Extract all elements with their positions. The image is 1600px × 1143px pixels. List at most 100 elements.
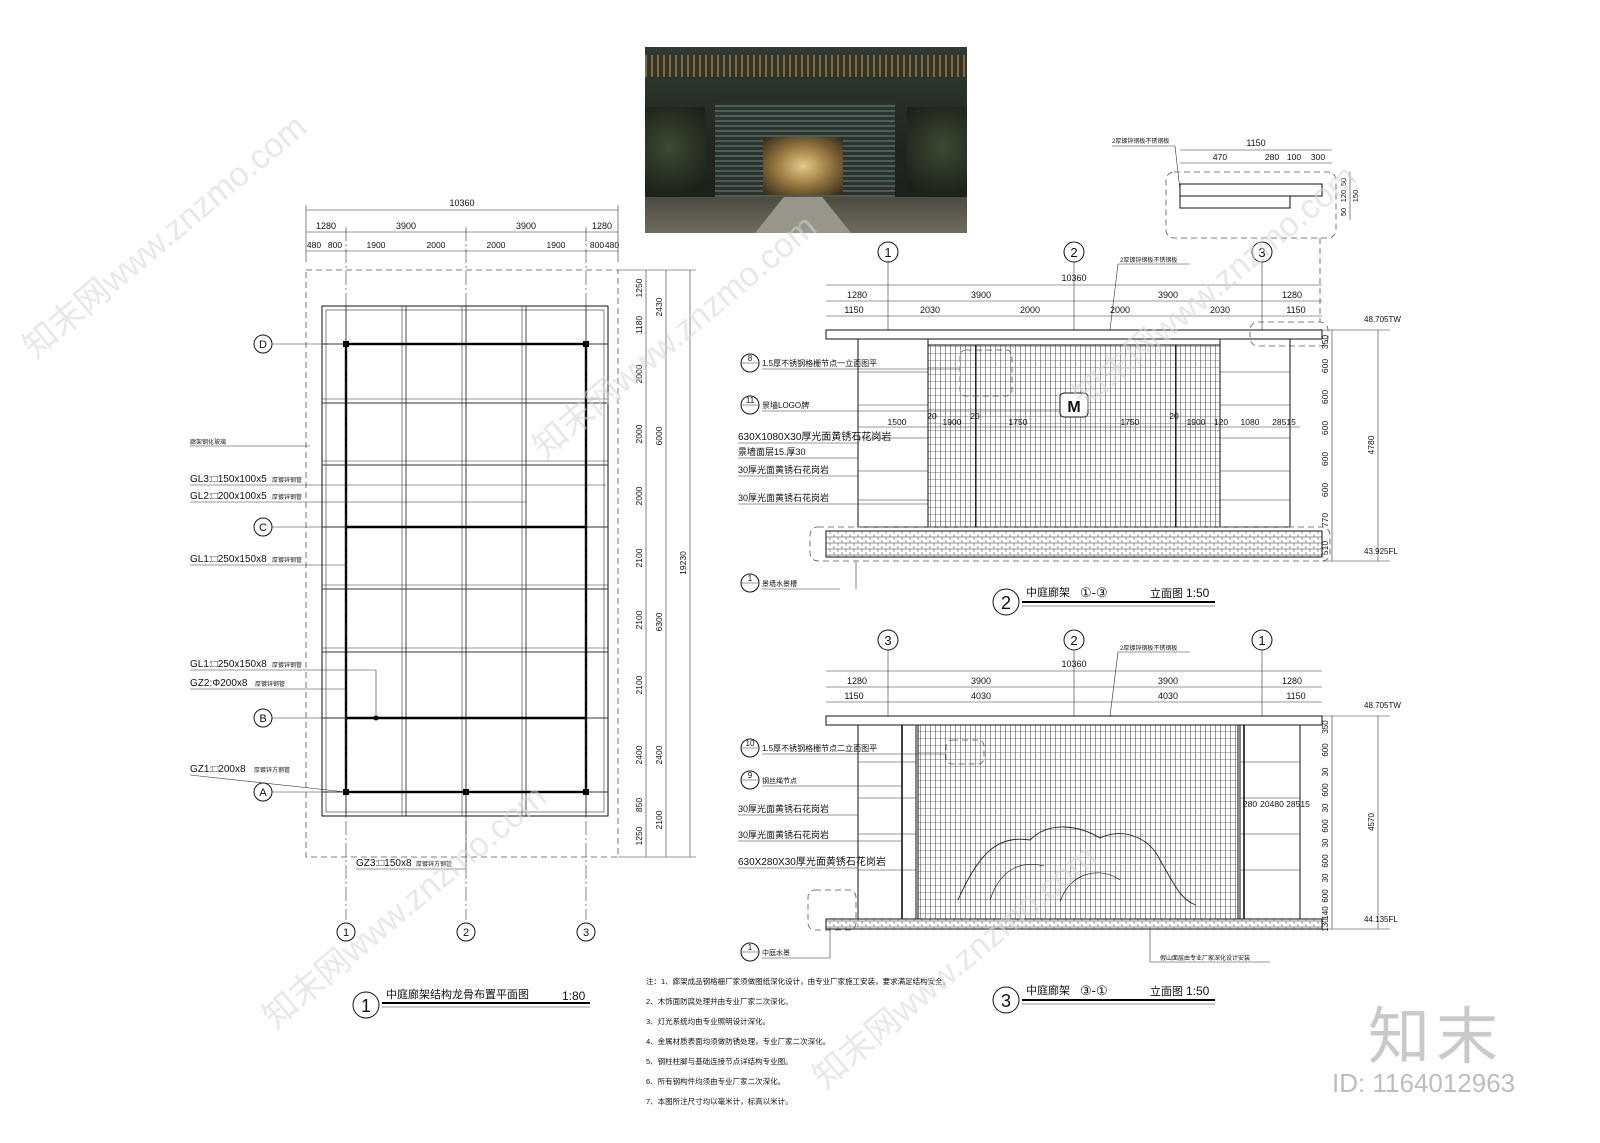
elevB-rdim-4: 600: [1321, 783, 1330, 797]
elevB-idim-1: 280: [1243, 799, 1257, 809]
plan-sub-dim-5: 2000: [487, 240, 506, 250]
elevA-axis-ref: ①-③: [1080, 585, 1108, 600]
detail-total: 1150: [1246, 138, 1265, 148]
plan-rdim2-1: 2430: [654, 297, 664, 316]
plan-rdim2-2: 6000: [654, 426, 664, 445]
elevA-axes: 1 2 3: [877, 241, 1273, 330]
elevA-axis-1: 1: [884, 245, 891, 260]
cap-detail: 2厚镀锌钢板不锈钢板 1150 470 280 100 300 50 120 1…: [1112, 137, 1360, 322]
detail-side-dim-4: 50: [1339, 208, 1348, 216]
detail-side-dim-2: 120: [1339, 190, 1348, 203]
plan-rdim-8: 2100: [634, 675, 644, 694]
axis-label-col-1: 1: [343, 927, 349, 939]
callout-gl1-a-note: 厚镀锌钢管: [272, 556, 302, 564]
elevA-water-trough: [825, 530, 1323, 558]
elevB-rdim-7: 30: [1321, 838, 1330, 847]
elevA-dimensions: 10360 1280 3900 3900 1280 1150 2030 2000…: [826, 273, 1322, 317]
callout-gz3-note: 厚镀锌方钢管: [416, 860, 452, 868]
elevB-bottom-callout: 中庭水景: [762, 948, 790, 957]
watermark-brand: 知末: [1368, 1000, 1505, 1073]
elevB-axis-2: 2: [1070, 633, 1077, 648]
elevA-idim-9: 120: [1214, 417, 1228, 427]
elevA-rdim-2: 600: [1320, 359, 1330, 373]
elevA-sub-5: 2030: [1210, 305, 1230, 315]
elevA-drawing-title: 中庭廊架: [1026, 585, 1070, 599]
elevB-inner-dims: 280 20480 28515: [1243, 799, 1310, 809]
elevB-callouts: 10 1.5厚不锈钢格栅节点二立面图平 9 钢丝绳节点 30厚光面黄锈石花岗岩 …: [738, 738, 1270, 963]
elevB-scale: 1:50: [1186, 984, 1210, 998]
plan-sub-dim-1: 480: [307, 240, 321, 250]
elevA-rdim-3: 600: [1320, 390, 1330, 404]
elevB-sub-3: 4030: [1158, 691, 1178, 701]
watermark-id: ID: 1164012963: [1332, 1068, 1516, 1098]
elevB-rdim-2: 600: [1321, 743, 1330, 757]
plan-right-dimensions: 1250 1180 2000 2000 2000 2100 2100 2100 …: [618, 269, 696, 858]
plan-rdim-4: 2000: [634, 424, 644, 443]
detail-dim-4: 300: [1311, 152, 1325, 162]
plan-drawing-number: 1: [361, 996, 371, 1016]
elevB-axis-ref: ③-①: [1080, 983, 1108, 998]
elevB-callout-4: 30厚光面黄锈石花岗岩: [738, 829, 829, 840]
elevation-3-1: 3 2 1 2厚镀锌钢板不锈钢板 10360 1280 3900 3900 12…: [738, 629, 1401, 1014]
plan-title-block: 1 中庭廊架结构龙骨布置平面图 1:80: [352, 987, 590, 1019]
plan-total-height: 19230: [678, 551, 688, 575]
callout-gl1-a: GL1:□250x150x8: [190, 554, 267, 565]
axis-label-c: C: [259, 522, 267, 534]
callout-gl2: GL2:□200x100x5: [190, 491, 267, 502]
elevA-idim-3: 1900: [943, 417, 962, 427]
axis-label-col-3: 3: [583, 927, 589, 939]
elevA-view-label: 立面图: [1150, 586, 1183, 600]
elevB-callout-3: 30厚光面黄锈石花岗岩: [738, 803, 829, 814]
plan-rdim-9: 2400: [634, 745, 644, 764]
callout-gl1-b-note: 厚镀锌钢管: [272, 661, 302, 669]
elevB-rdim-3: 30: [1321, 767, 1330, 776]
callout-gz2: GZ2:Φ200x8: [190, 678, 248, 689]
callout-gl1-b: GL1:□250x150x8: [190, 659, 267, 670]
elevA-callout-5: 30厚光面黄锈石花岗岩: [738, 464, 829, 475]
axis-label-col-2: 2: [463, 927, 469, 939]
elevB-rdim-6: 600: [1321, 819, 1330, 833]
elevB-total-width: 10360: [1061, 659, 1086, 669]
elevB-sub-1: 1150: [844, 691, 863, 701]
elevA-rdim-1: 350: [1320, 335, 1330, 349]
plan-dim-4: 1280: [592, 221, 612, 231]
elevA-bottom-level: 43.925FL: [1364, 547, 1398, 556]
svg-text:1: 1: [748, 574, 753, 583]
svg-text:11: 11: [746, 396, 755, 405]
elevA-idim-6: 1750: [1121, 417, 1140, 427]
elevA-drawing-number: 2: [1001, 593, 1011, 613]
plan-total-width: 10360: [449, 198, 474, 208]
elevA-idim-10: 1080: [1241, 417, 1260, 427]
plan-sub-dim-6: 1900: [547, 240, 566, 250]
note-2: 2、木饰面防腐处理并由专业厂家二次深化。: [646, 996, 793, 1006]
elevA-sub-6: 1150: [1286, 305, 1305, 315]
elevA-idim-1: 1500: [888, 417, 907, 427]
elevB-drawing-title: 中庭廊架: [1026, 983, 1070, 997]
elevA-idim-8: 1900: [1187, 417, 1206, 427]
elevA-sub-2: 2030: [920, 305, 940, 315]
elevA-total-height: 4780: [1366, 435, 1376, 454]
detail-note: 2厚镀锌钢板不锈钢板: [1112, 137, 1169, 145]
elevA-scale: 1:50: [1186, 586, 1210, 600]
plan-inner-frame: [325, 309, 605, 813]
elevA-idim-5: 1750: [1009, 417, 1028, 427]
plan-rdim-7: 2100: [634, 610, 644, 629]
elevB-roof-slab: [825, 715, 1323, 726]
elevA-inner-dims: 1500 20 1900 20 1750 1750 20 1900 120 10…: [858, 411, 1300, 428]
plan-dim-3: 3900: [516, 221, 536, 231]
plan-rdim-10: 850: [634, 798, 644, 812]
elevB-right-column: [1239, 724, 1301, 920]
svg-text:8: 8: [748, 354, 753, 363]
callout-gz3: GZ3:□150x8: [356, 858, 412, 869]
plan-drawing-scale: 1:80: [562, 989, 586, 1003]
elevA-callout-4: 景墙面层15.厚30: [738, 446, 806, 457]
svg-text:10: 10: [746, 739, 755, 748]
photo-pergola-roof: [645, 55, 967, 77]
elevB-right-dims: 350 600 30 600 30 600 30 600 30 600 140 …: [1321, 701, 1401, 932]
plan-side-note: 廊架钢化玻璃: [190, 438, 226, 446]
callout-gl3: GL3:□150x100x5: [190, 474, 267, 485]
detail-side-dim-3: 150: [1351, 190, 1360, 203]
reference-photo: [645, 47, 967, 233]
elevA-idim-7: 20: [1169, 411, 1179, 421]
